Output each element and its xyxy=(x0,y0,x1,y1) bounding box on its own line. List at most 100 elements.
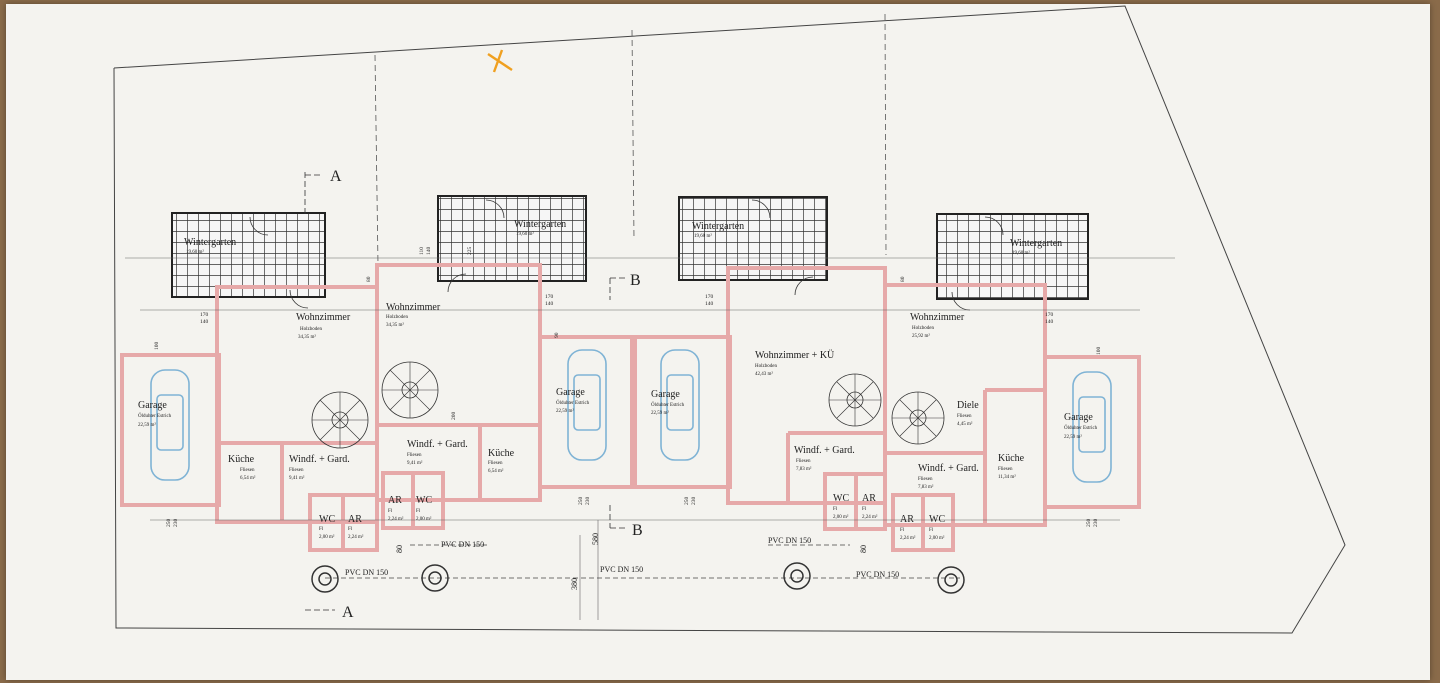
diele-floor: Fliesen xyxy=(957,414,972,419)
wintergarten-label: Wintergarten xyxy=(184,237,236,248)
car-3 xyxy=(660,349,700,461)
wohnzimmer-label: Wohnzimmer xyxy=(296,312,351,323)
windf-area: 9,41 m² xyxy=(407,460,423,466)
dim-label: 100 xyxy=(154,342,160,351)
dim-label: 110 xyxy=(419,247,425,255)
dim-label: 80 xyxy=(900,276,906,282)
garage-floor: Ölduhter Estrich xyxy=(138,413,172,419)
windf-label: Windf. + Gard. xyxy=(407,439,468,450)
kueche-label: Küche xyxy=(998,453,1025,464)
parcel-dividers xyxy=(374,13,887,266)
dim-label: 580 xyxy=(591,533,600,545)
dim-label: 170 xyxy=(545,294,554,300)
unit-3-labels: Wintergarten 19,60 m² Wohnzimmer + KÜ Ho… xyxy=(651,221,878,520)
wc-area: 2,00 m² xyxy=(416,516,432,522)
garage-floor: Ölduhter Estrich xyxy=(651,402,685,408)
windf-label: Windf. + Gard. xyxy=(289,454,350,465)
dim-label: 90 xyxy=(554,332,560,338)
doors xyxy=(249,199,1004,311)
wintergarten-area: 19,60 m² xyxy=(186,249,204,255)
dim-label: 170 xyxy=(200,312,209,318)
dim-label: 225 xyxy=(467,247,473,256)
pipe-label: PVC DN 150 xyxy=(345,568,388,577)
garage-area: 22,59 m² xyxy=(651,410,669,416)
windf-area: 7,83 m² xyxy=(796,466,812,472)
ar-area: 2,24 m² xyxy=(900,535,916,541)
dim-label: 230 xyxy=(585,497,591,506)
section-lines xyxy=(304,172,625,611)
site-boundary xyxy=(113,5,1346,634)
dim-label: 170 xyxy=(705,294,714,300)
wintergarten-area: 19,60 m² xyxy=(516,231,534,237)
kueche-floor: Fliesen xyxy=(240,468,255,473)
car-2 xyxy=(567,349,607,461)
wohnzimmer-label: Wohnzimmer xyxy=(910,312,965,323)
unit-4-labels: Wintergarten 19,60 m² Wohnzimmer Holzbod… xyxy=(900,238,1098,541)
wintergarten-area: 19,60 m² xyxy=(694,233,712,239)
dim-label: 140 xyxy=(705,301,714,307)
wc-label: WC xyxy=(416,495,432,506)
wc-floor: Fl xyxy=(416,509,421,514)
garage-area: 22,59 m² xyxy=(138,422,156,428)
ar-area: 2,24 m² xyxy=(862,514,878,520)
wohnzimmer-area: 25,92 m² xyxy=(912,333,930,339)
stairs xyxy=(311,361,945,449)
wc-label: WC xyxy=(319,514,335,525)
section-a-bottom: A xyxy=(342,604,354,621)
dim-label: 80 xyxy=(395,545,404,553)
wohnzimmer-label: Wohnzimmer + KÜ xyxy=(755,349,835,361)
garage-label: Garage xyxy=(138,400,167,411)
dim-label: 140 xyxy=(426,247,432,256)
wohnzimmer-area: 34,35 m² xyxy=(298,334,316,340)
manhole-2 xyxy=(421,564,449,592)
dim-label: 200 xyxy=(451,412,457,421)
ar-floor: Fl xyxy=(900,528,905,533)
windf-label: Windf. + Gard. xyxy=(794,445,855,456)
windf-floor: Fliesen xyxy=(289,468,304,473)
windf-floor: Fliesen xyxy=(918,477,933,482)
wintergarten-label: Wintergarten xyxy=(514,219,566,230)
ar-label: AR xyxy=(348,514,362,525)
wohnzimmer-area: 34,35 m² xyxy=(386,322,404,328)
kueche-label: Küche xyxy=(488,448,515,459)
diele-area: 4,45 m² xyxy=(957,421,973,427)
dim-label: 80 xyxy=(859,545,868,553)
manhole-1 xyxy=(311,565,339,593)
windf-label: Windf. + Gard. xyxy=(918,463,979,474)
garage-area: 22,59 m² xyxy=(556,408,574,414)
manholes xyxy=(311,562,965,594)
dimension-lines xyxy=(125,257,1175,620)
dim-label: 100 xyxy=(1096,347,1102,356)
ar-floor: Fl xyxy=(388,509,393,514)
windf-floor: Fliesen xyxy=(407,453,422,458)
wohnzimmer-floor: Holzboden xyxy=(912,326,934,331)
kueche-area: 11,34 m² xyxy=(998,474,1016,480)
wc-floor: Fl xyxy=(833,507,838,512)
windf-area: 7,83 m² xyxy=(918,484,934,490)
dim-label: 140 xyxy=(545,301,554,307)
dim-label: 80 xyxy=(366,276,372,282)
dim-label: 250 xyxy=(578,497,584,506)
wc-area: 2,00 m² xyxy=(929,535,945,541)
kueche-floor: Fliesen xyxy=(998,467,1013,472)
wintergarten-2 xyxy=(437,195,587,282)
ar-label: AR xyxy=(900,514,914,525)
unit-2-labels: Wintergarten 19,60 m² Wohnzimmer Holzbod… xyxy=(386,219,590,522)
pipe-label: PVC DN 150 xyxy=(441,540,484,549)
dim-label: 230 xyxy=(691,497,697,506)
wc-area: 2,00 m² xyxy=(319,534,335,540)
walls xyxy=(120,263,1141,552)
garage-label: Garage xyxy=(651,389,680,400)
pipe-labels: PVC DN 150 PVC DN 150 PVC DN 150 PVC DN … xyxy=(345,536,899,579)
ar-label: AR xyxy=(862,493,876,504)
dim-label: 380 xyxy=(570,578,579,590)
ar-floor: Fl xyxy=(862,507,867,512)
kueche-floor: Fliesen xyxy=(488,461,503,466)
ar-label: AR xyxy=(388,495,402,506)
dim-label: 230 xyxy=(173,519,179,528)
wc-floor: Fl xyxy=(319,527,324,532)
dim-label: 140 xyxy=(200,319,209,325)
wc-floor: Fl xyxy=(929,528,934,533)
dim-label: 170 xyxy=(1045,312,1054,318)
dim-label: 250 xyxy=(684,497,690,506)
